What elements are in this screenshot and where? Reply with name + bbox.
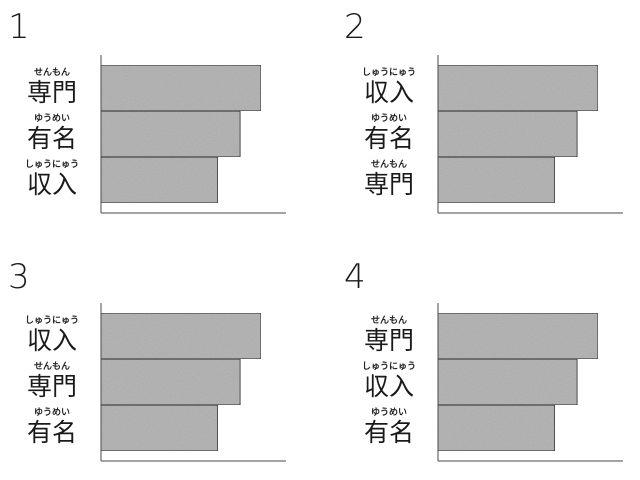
panel-number: 4: [344, 257, 366, 297]
category-label: 有名: [27, 418, 77, 447]
category-label: 有名: [364, 124, 414, 153]
bar: [100, 64, 262, 112]
category-label: 有名: [364, 418, 414, 447]
category-label: 専門: [27, 78, 77, 107]
category-ruby: せんもん: [371, 315, 407, 326]
bar: [100, 312, 262, 360]
category-ruby: しゅうにゅう: [362, 67, 416, 78]
panel-number: 1: [8, 7, 30, 47]
bar: [437, 64, 599, 112]
category-ruby: しゅうにゅう: [25, 315, 79, 326]
category-label: 収入: [27, 326, 77, 355]
category-label: 収入: [364, 78, 414, 107]
category-ruby: しゅうにゅう: [362, 361, 416, 372]
bar: [100, 156, 219, 204]
category-label: 有名: [27, 124, 77, 153]
bar: [437, 156, 556, 204]
category-label: 専門: [364, 170, 414, 199]
bar: [100, 404, 219, 452]
bar: [437, 404, 556, 452]
bar: [437, 358, 578, 406]
category-label: 収入: [27, 170, 77, 199]
category-label: 専門: [27, 372, 77, 401]
category-ruby: せんもん: [34, 361, 70, 372]
bar: [100, 110, 241, 158]
panel-number: 2: [344, 7, 366, 47]
bar: [437, 110, 578, 158]
bar: [100, 358, 241, 406]
panel-number: 3: [8, 257, 30, 297]
category-ruby: ゆうめい: [34, 407, 70, 418]
category-ruby: しゅうにゅう: [25, 159, 79, 170]
bar: [437, 312, 599, 360]
category-label: 専門: [364, 326, 414, 355]
category-label: 収入: [364, 372, 414, 401]
category-ruby: ゆうめい: [371, 407, 407, 418]
category-ruby: ゆうめい: [34, 113, 70, 124]
category-ruby: せんもん: [34, 67, 70, 78]
category-ruby: せんもん: [371, 159, 407, 170]
category-ruby: ゆうめい: [371, 113, 407, 124]
